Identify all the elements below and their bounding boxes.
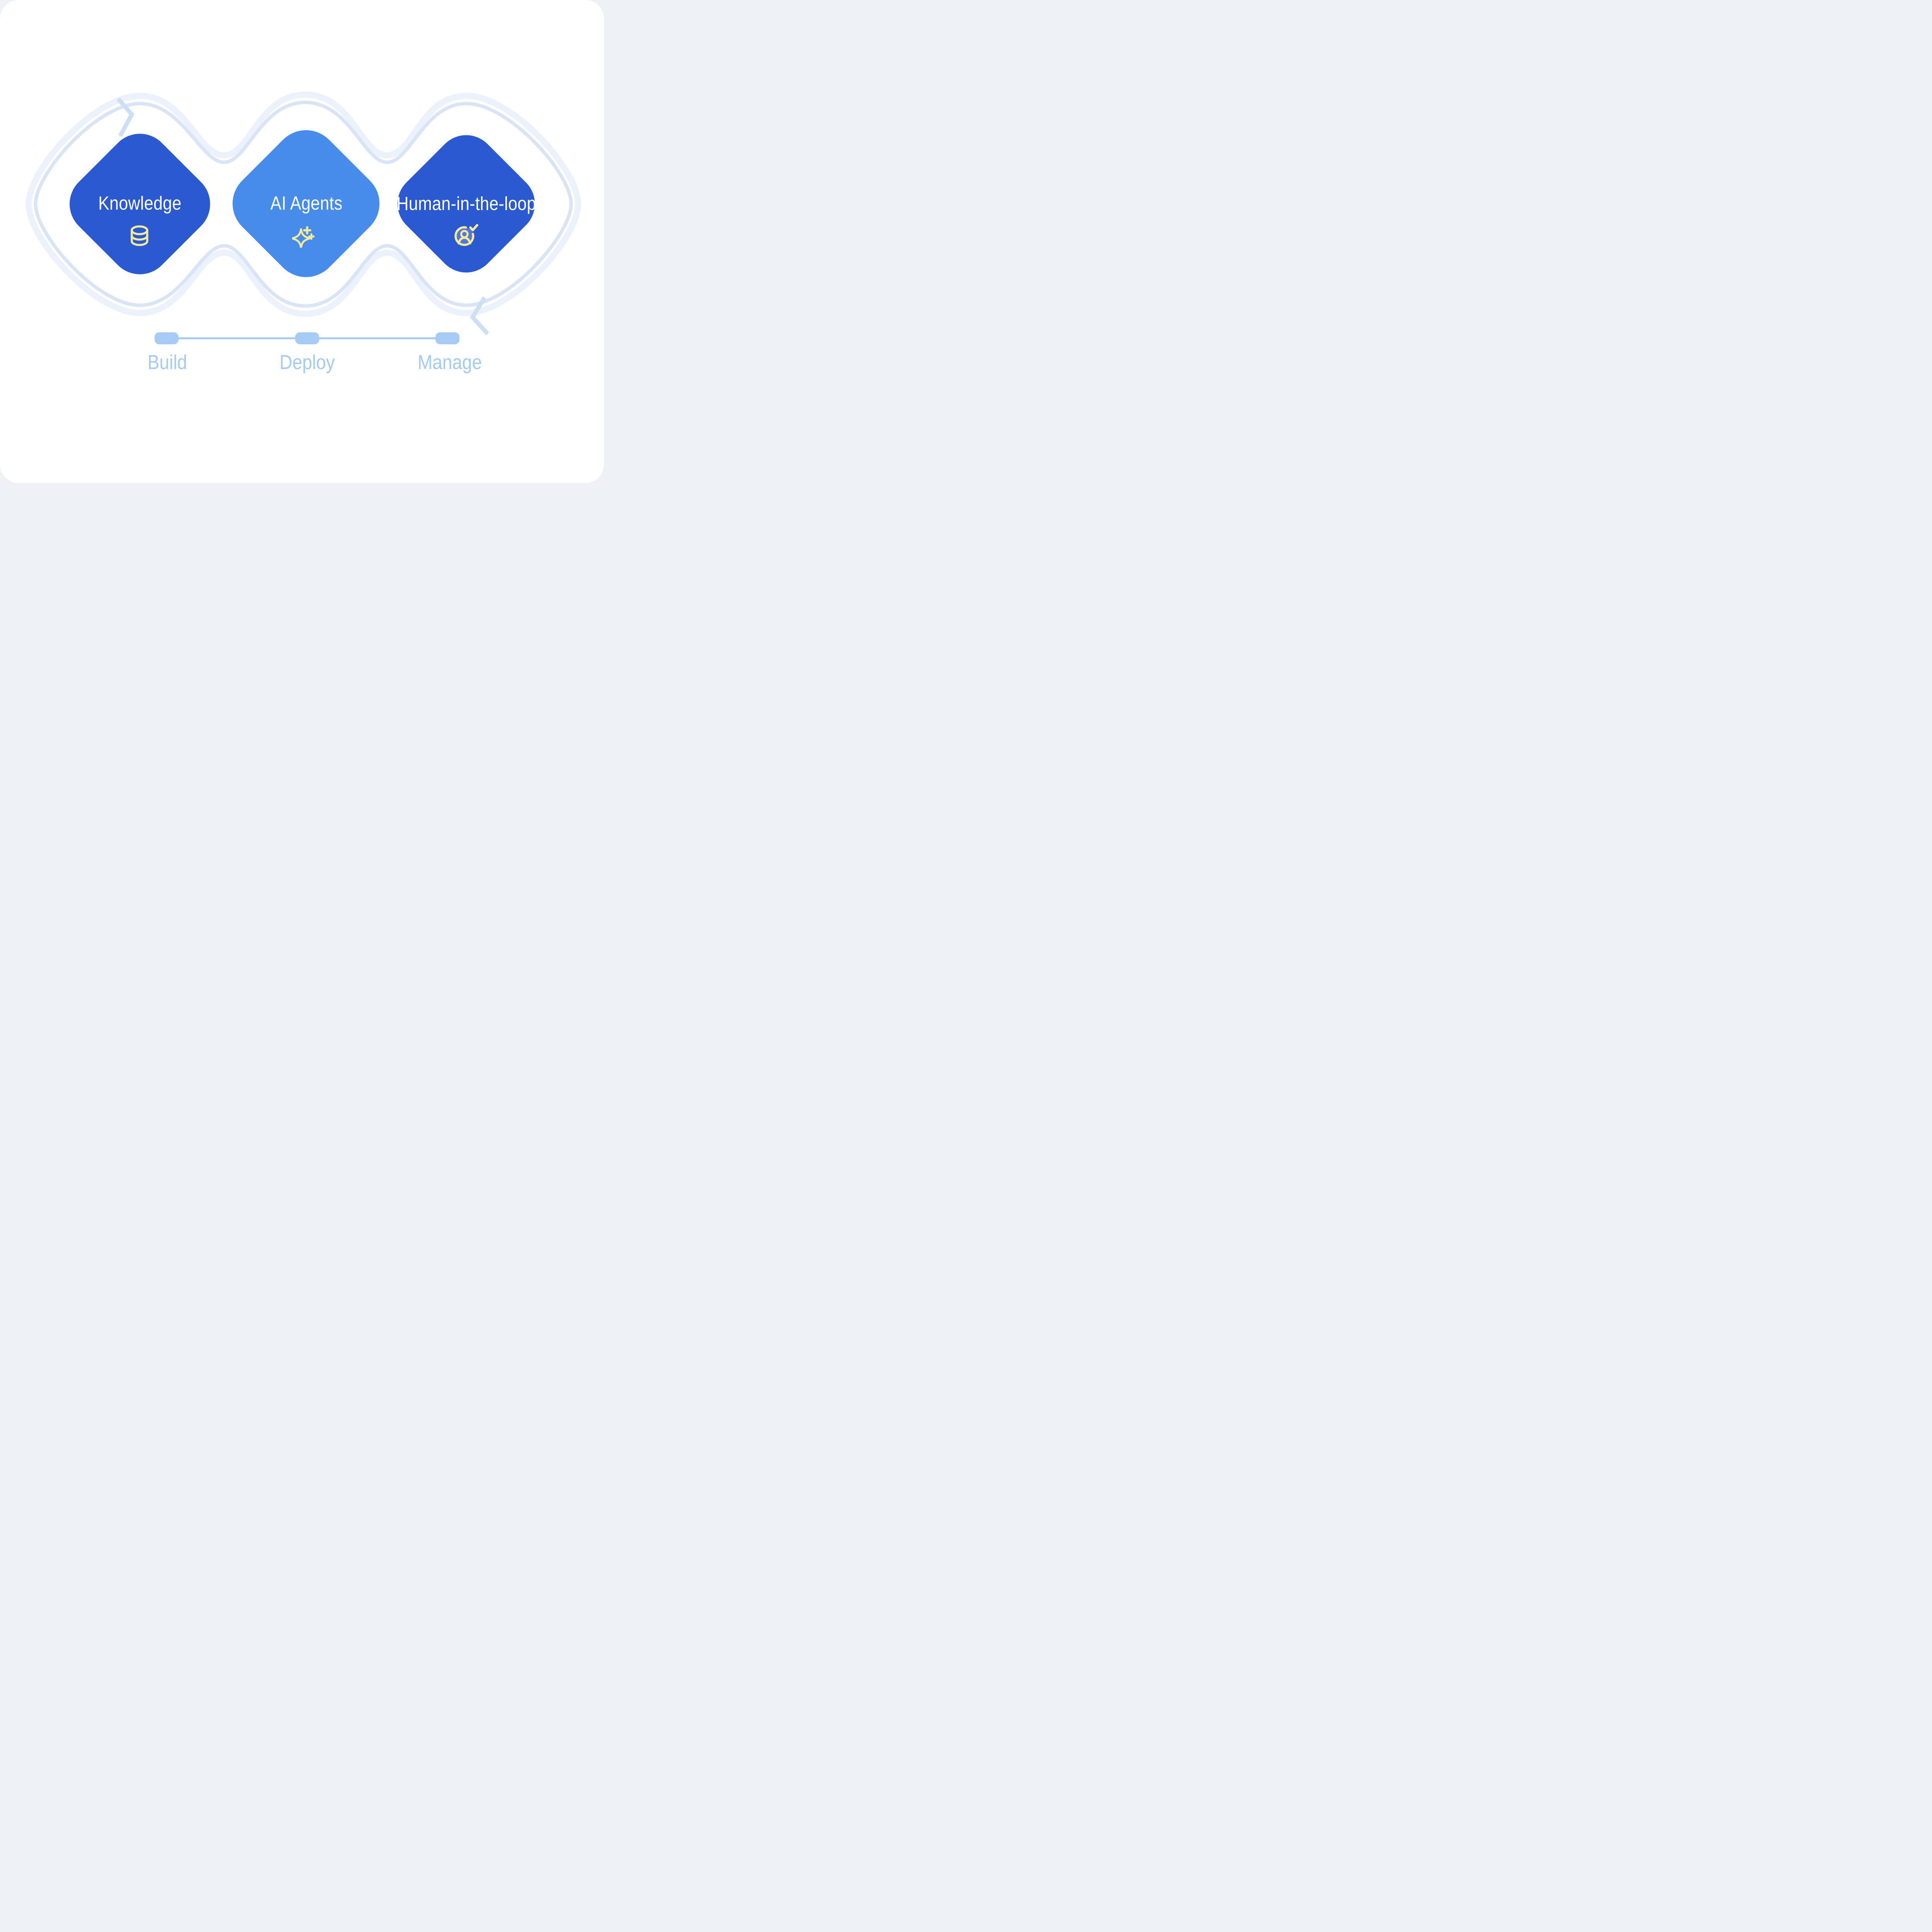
flow-loop-outer-path — [25, 91, 582, 317]
database-icon — [131, 225, 148, 246]
stage-label-human-in-the-loop: Human-in-the-loop — [396, 193, 536, 215]
timeline-label-manage: Manage — [417, 350, 482, 374]
stage-label-ai-agents: AI Agents — [270, 192, 343, 214]
user-check-icon — [454, 224, 478, 246]
diagram-card: Knowledge AI Agents Human-in-the-loop Bu… — [0, 0, 604, 483]
timeline-label-deploy: Deploy — [279, 350, 335, 374]
timeline-label-build: Build — [147, 350, 187, 374]
timeline-marker-build — [155, 332, 179, 344]
timeline-marker-deploy — [295, 332, 319, 344]
sparkle-icon — [292, 226, 315, 248]
timeline-marker-manage — [435, 332, 459, 344]
arrow-right-icon — [116, 97, 134, 137]
stage-label-knowledge: Knowledge — [98, 192, 182, 214]
page-background: { "diagram": { "title_hidden": "", "stag… — [0, 0, 604, 483]
flow-loop — [25, 91, 582, 335]
flow-loop-inner-path — [34, 100, 573, 308]
arrow-left-icon — [470, 296, 490, 335]
